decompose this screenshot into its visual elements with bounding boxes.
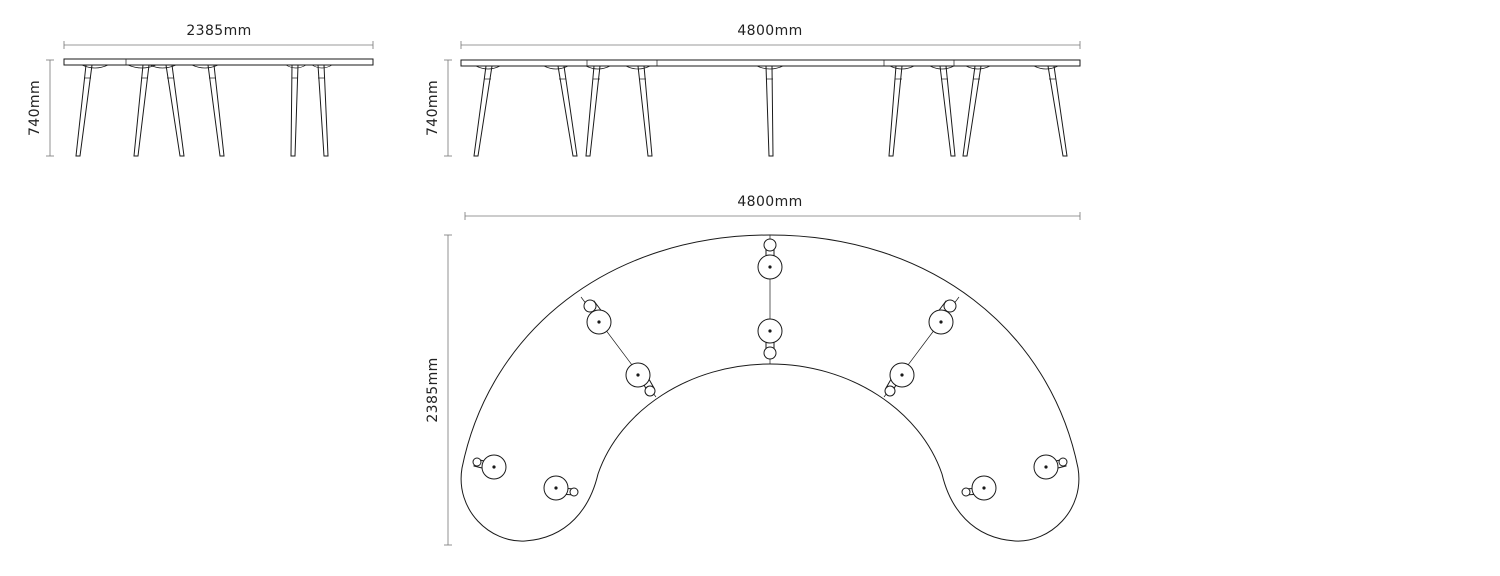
- large-elevation-height-dimension: 740mm: [425, 59, 452, 157]
- large-elevation-view: 4800mm 740mm: [425, 23, 1081, 157]
- small-elevation-legs: [75, 64, 329, 157]
- small-elevation-tabletop: [63, 58, 374, 66]
- leg-inner-left: [625, 362, 656, 397]
- table-legs-plan: [472, 238, 1068, 501]
- large-elevation-width-dimension: 4800mm: [460, 23, 1081, 49]
- leg-top-center: [757, 238, 783, 280]
- plan-view: 4800mm 2385mm: [425, 194, 1081, 546]
- plan-width-dimension: 4800mm: [464, 194, 1081, 220]
- leg-inner-center: [757, 318, 783, 360]
- plan-depth-label: 2385mm: [425, 357, 441, 422]
- leg-inner-right: [884, 362, 915, 397]
- large-elevation-height-label: 740mm: [425, 80, 441, 136]
- small-elevation-leg-brackets: [81, 64, 333, 69]
- leg-upper-left: [583, 299, 612, 335]
- plan-depth-dimension: 2385mm: [425, 234, 452, 546]
- leg-upper-right: [928, 299, 957, 335]
- leg-left-end-inner: [543, 475, 579, 501]
- large-elevation-tabletop: [460, 59, 1081, 67]
- small-elevation-width-dimension: 2385mm: [63, 23, 374, 49]
- large-elevation-legs: [473, 65, 1068, 157]
- small-elevation-width-label: 2385mm: [186, 23, 251, 39]
- leg-left-end-outer: [472, 454, 507, 480]
- small-elevation-height-label: 740mm: [27, 80, 43, 136]
- small-elevation-view: 2385mm 740mm: [27, 23, 374, 157]
- plan-width-label: 4800mm: [737, 194, 802, 210]
- leg-right-end-outer: [1033, 454, 1068, 480]
- small-elevation-height-dimension: 740mm: [27, 59, 54, 157]
- large-elevation-width-label: 4800mm: [737, 23, 802, 39]
- leg-right-end-inner: [961, 475, 997, 501]
